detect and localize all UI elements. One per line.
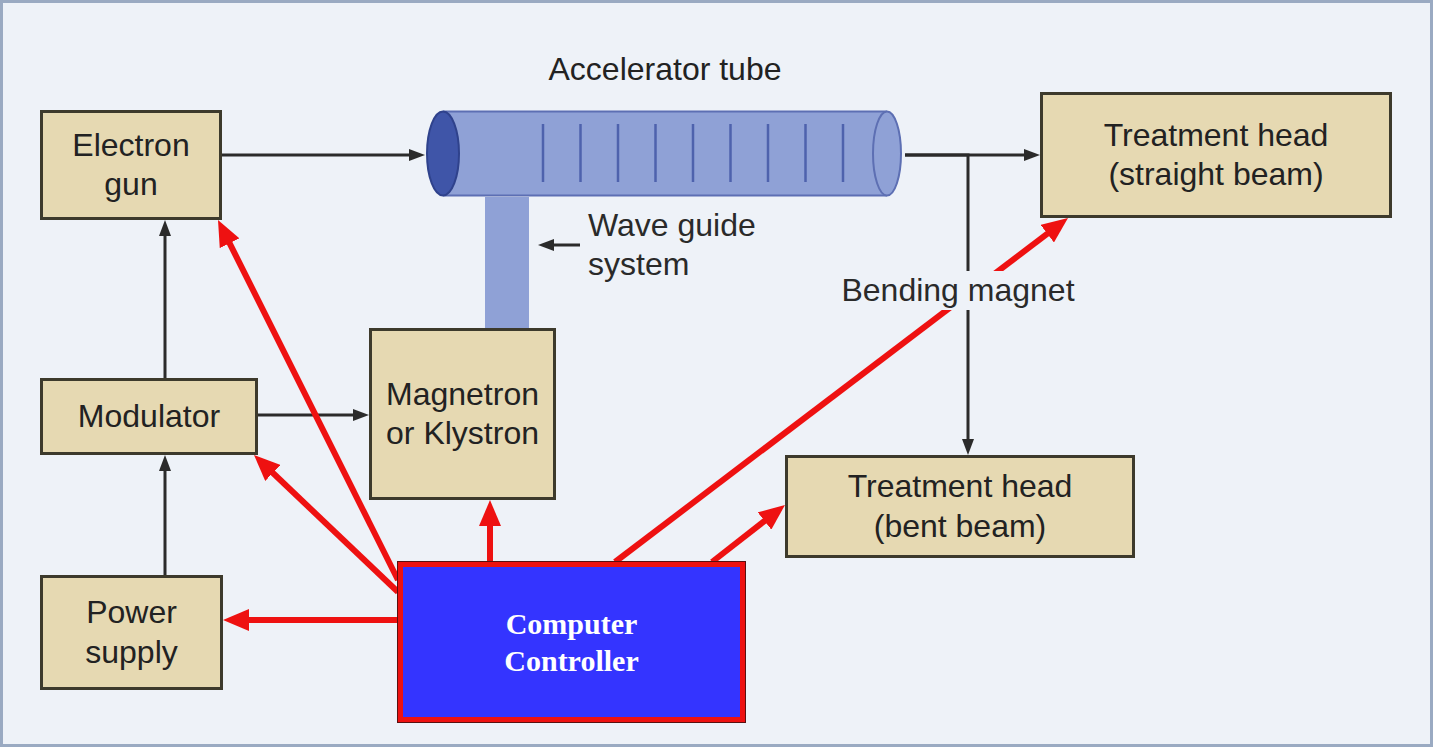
tube-end <box>873 112 901 196</box>
control-arrow <box>487 520 493 562</box>
component-name: Accelerator tube <box>548 50 781 89</box>
control-arrow <box>712 517 769 562</box>
component-name: Treatment head (bent beam) <box>828 467 1093 545</box>
leader-line <box>552 244 580 247</box>
component-name: Electron gun <box>56 126 206 204</box>
controller-name: Computer Controller <box>462 605 682 680</box>
cavity-divider <box>729 124 732 182</box>
signal-arrow <box>258 414 357 417</box>
tube-body <box>443 112 887 196</box>
signal-arrow <box>222 154 413 157</box>
cavity-divider <box>579 124 582 182</box>
part-label: Bending magnet <box>836 271 1079 310</box>
cavity-divider <box>767 124 770 182</box>
component-name: Power supply <box>57 593 207 671</box>
signal-arrow <box>164 467 167 575</box>
part-label: Wave guide system <box>588 206 803 284</box>
component-box: Power supply <box>40 575 223 690</box>
tube-cap <box>427 112 459 196</box>
cavity-divider <box>654 124 657 182</box>
cavity-divider <box>804 124 807 182</box>
cavity-divider <box>692 124 695 182</box>
control-arrow <box>243 617 398 623</box>
wave-guide <box>485 197 529 328</box>
component-box: Treatment head (bent beam) <box>785 455 1135 558</box>
component-box: Modulator <box>40 378 258 455</box>
component-name: Magnetron or Klystron <box>380 375 545 453</box>
component-box: Magnetron or Klystron <box>369 328 556 500</box>
signal-arrow <box>164 232 167 378</box>
component-name: Modulator <box>78 397 220 436</box>
cavity-divider <box>617 124 620 182</box>
cavity-divider <box>542 124 545 182</box>
component-name: Treatment head (straight beam) <box>1084 116 1349 194</box>
component-box: Treatment head (straight beam) <box>1040 92 1392 218</box>
cavity-divider <box>842 124 845 182</box>
leader-arrowhead <box>538 239 554 251</box>
accelerator-tube: Accelerator tube <box>425 50 905 197</box>
component-box: Electron gun <box>40 110 222 220</box>
controller-box: Computer Controller <box>398 562 745 722</box>
tube-edge <box>443 112 887 196</box>
tube-outline <box>425 110 905 197</box>
